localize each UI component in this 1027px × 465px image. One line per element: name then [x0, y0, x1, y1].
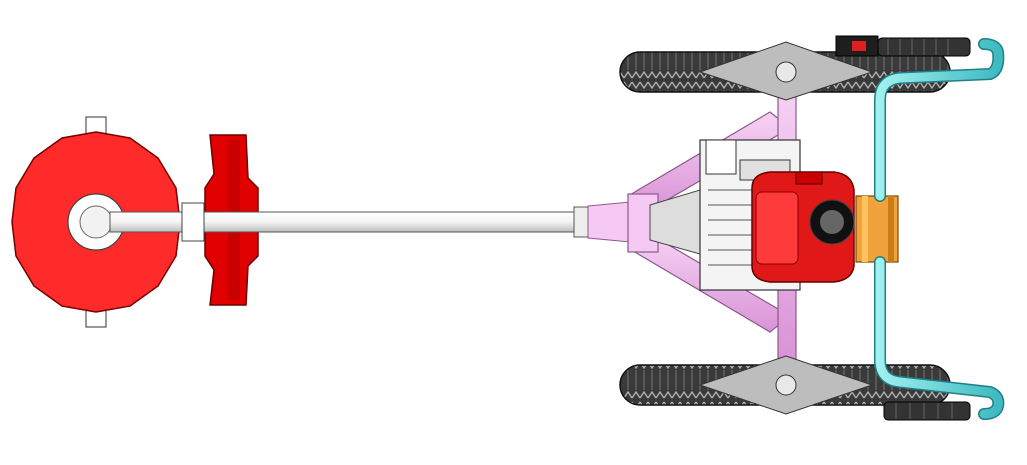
wheel-bottom: [619, 355, 951, 415]
handlebar: [874, 38, 1005, 420]
wheel-top: [619, 41, 951, 101]
switch-icon: [852, 41, 866, 51]
cutting-disc: [11, 116, 181, 328]
grip-bottom: [883, 401, 971, 421]
drive-shaft: [109, 201, 631, 243]
grip-top: [835, 35, 971, 57]
handle-clamp: [855, 195, 899, 263]
engine: [699, 139, 855, 291]
